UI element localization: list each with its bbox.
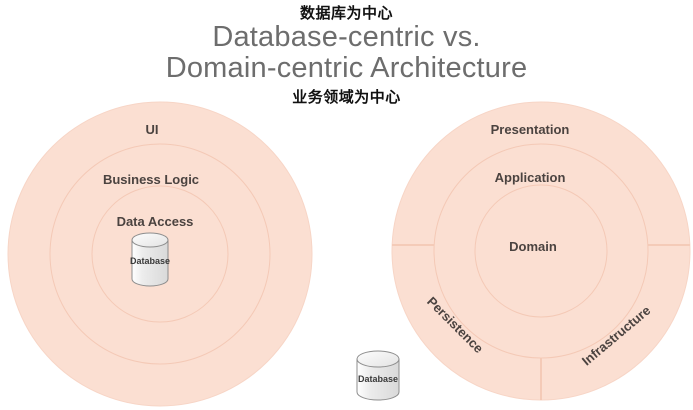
ring-label-application: Application <box>495 170 566 185</box>
database-cylinder-left: Database <box>130 232 170 287</box>
database-cylinder-bottom: Database <box>356 350 400 401</box>
page-title: Database-centric vs. Domain-centric Arch… <box>0 22 693 84</box>
cylinder-label: Database <box>130 256 170 266</box>
cylinder-body <box>356 358 400 401</box>
cylinder-body <box>131 239 169 287</box>
ring-label-domain: Domain <box>509 239 557 254</box>
ring-label-data-access: Data Access <box>117 214 194 229</box>
ring-label-ui: UI <box>146 122 159 137</box>
page-title-line-2: Domain-centric Architecture <box>165 52 528 84</box>
left-architecture-circles: UI Business Logic Data Access Database <box>7 101 313 407</box>
page-title-line-1: Database-centric vs. <box>212 21 481 53</box>
chinese-caption-database-centric: 数据库为中心 <box>299 4 393 22</box>
ring-domain <box>474 184 608 318</box>
chinese-caption-domain-centric: 业务领域为中心 <box>292 88 401 106</box>
cylinder-label: Database <box>358 374 398 384</box>
cylinder-top <box>131 232 169 248</box>
right-architecture-circles: Presentation Application Domain Persiste… <box>391 101 691 401</box>
ring-label-presentation: Presentation <box>491 122 570 137</box>
ring-label-business-logic: Business Logic <box>103 172 199 187</box>
cylinder-top <box>356 350 400 368</box>
